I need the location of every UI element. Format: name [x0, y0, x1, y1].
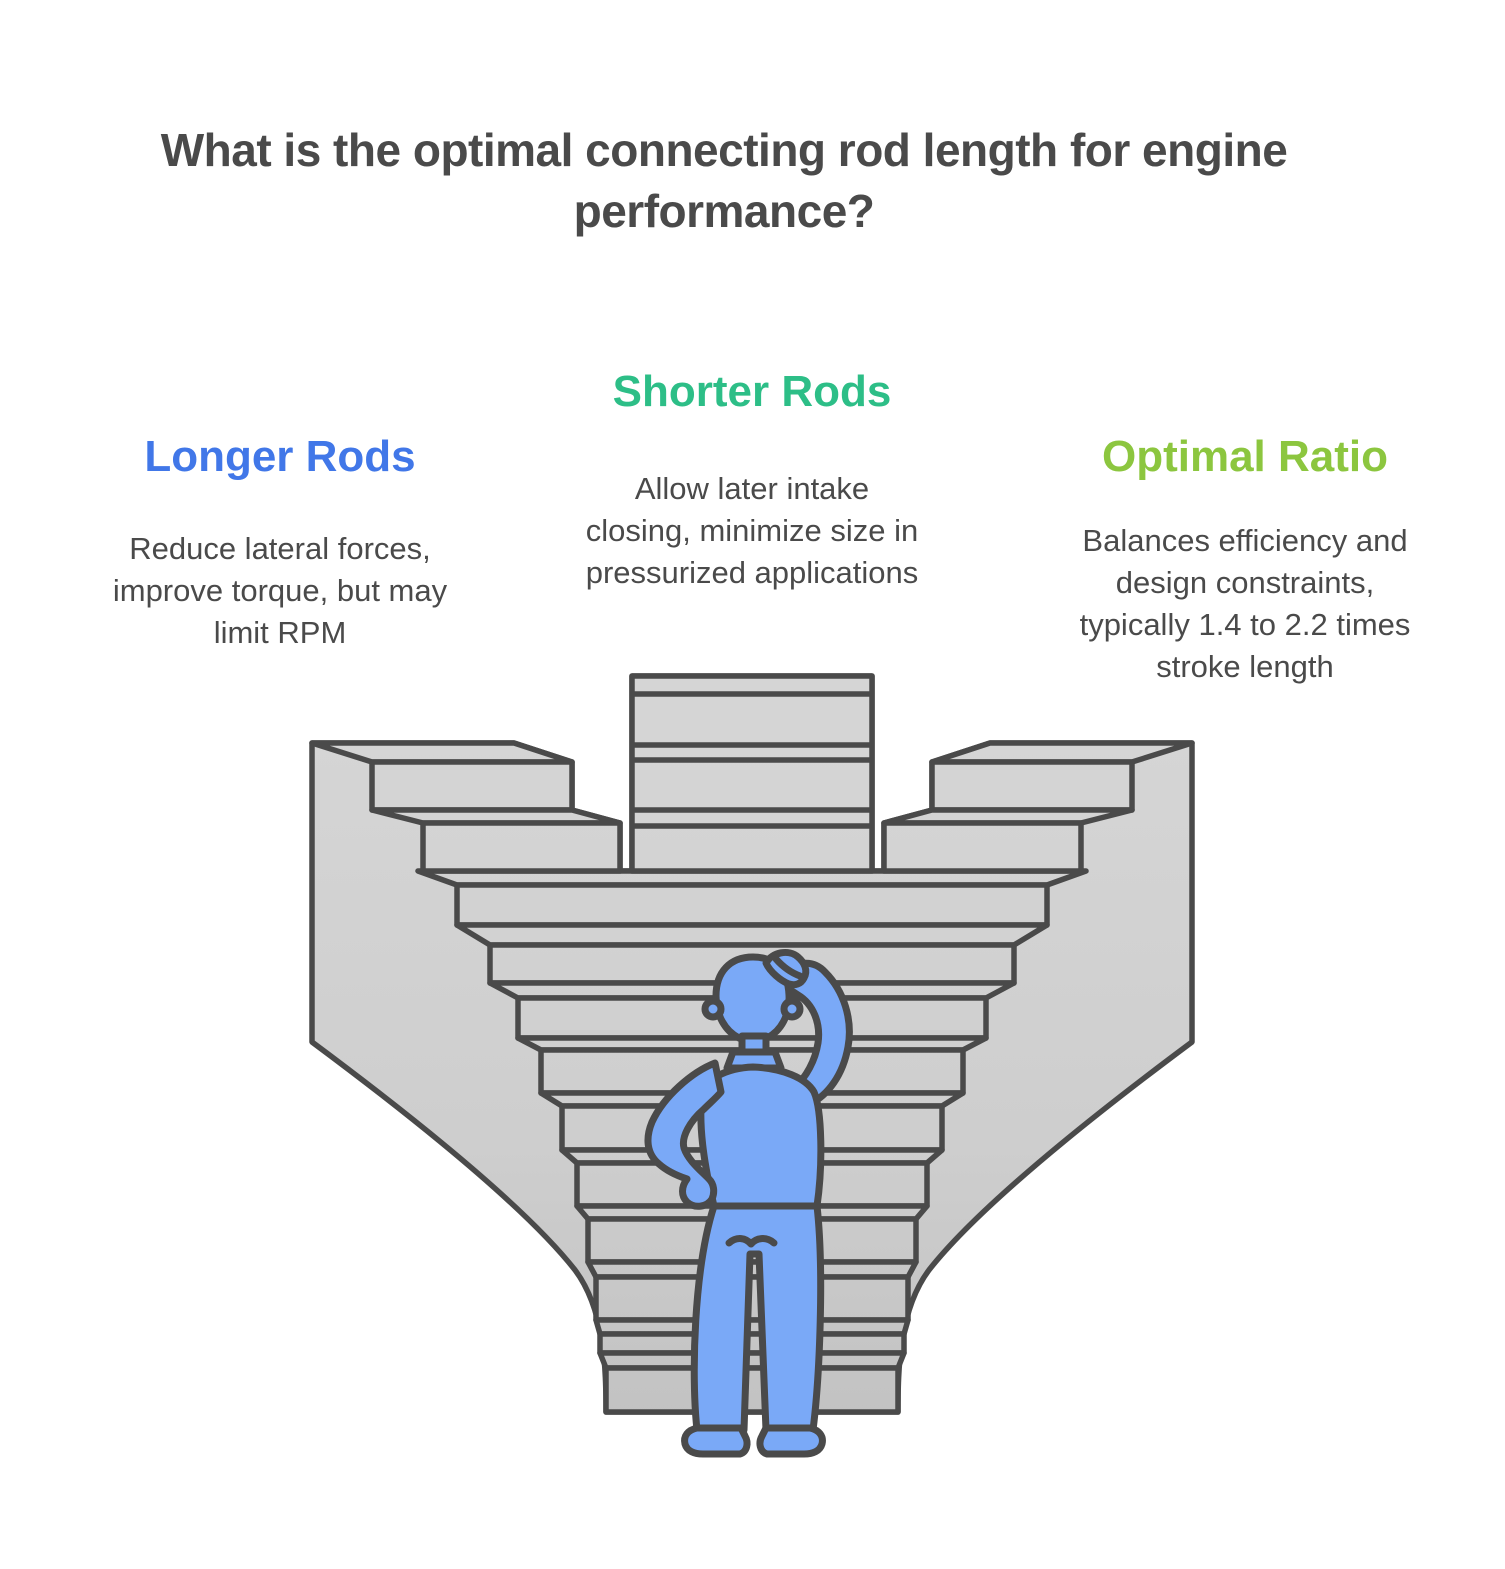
central-column [629, 673, 875, 874]
person-right-ear [780, 997, 804, 1021]
left-tower [309, 740, 623, 874]
person-hand-on-head [762, 948, 810, 989]
person-collar [723, 1048, 785, 1072]
person-neck [738, 1032, 770, 1058]
person-left-arm [644, 1059, 725, 1210]
person-finger-line [772, 955, 804, 980]
staircase-steps [415, 868, 1089, 1415]
column-optimal-ratio: Optimal Ratio Balances efficiency and de… [1035, 433, 1455, 688]
person-legs [690, 1202, 825, 1434]
person-left-foot [681, 1424, 751, 1458]
column-shorter-rods: Shorter Rods Allow later intake closing,… [532, 368, 972, 594]
longer-rods-body: Reduce lateral forces, improve torque, b… [112, 531, 448, 650]
staircase-structure [309, 673, 1195, 1415]
person-crotch-seam [725, 1235, 778, 1248]
person-figure [644, 948, 853, 1458]
optimal-ratio-heading: Optimal Ratio [1101, 432, 1389, 481]
person-right-arm [777, 959, 853, 1108]
shorter-rods-heading: Shorter Rods [612, 367, 892, 416]
longer-rods-heading: Longer Rods [144, 432, 416, 481]
person-right-foot [756, 1424, 826, 1458]
shorter-rods-body: Allow later intake closing, minimize siz… [585, 471, 919, 590]
column-longer-rods: Longer Rods Reduce lateral forces, impro… [70, 433, 490, 654]
page-title: What is the optimal connecting rod lengt… [160, 124, 1288, 237]
person-head [712, 953, 793, 1045]
optimal-ratio-body: Balances efficiency and design constrain… [1079, 523, 1411, 684]
person-left-ear [701, 997, 725, 1021]
right-tower [881, 740, 1195, 874]
person-torso [697, 1063, 825, 1210]
